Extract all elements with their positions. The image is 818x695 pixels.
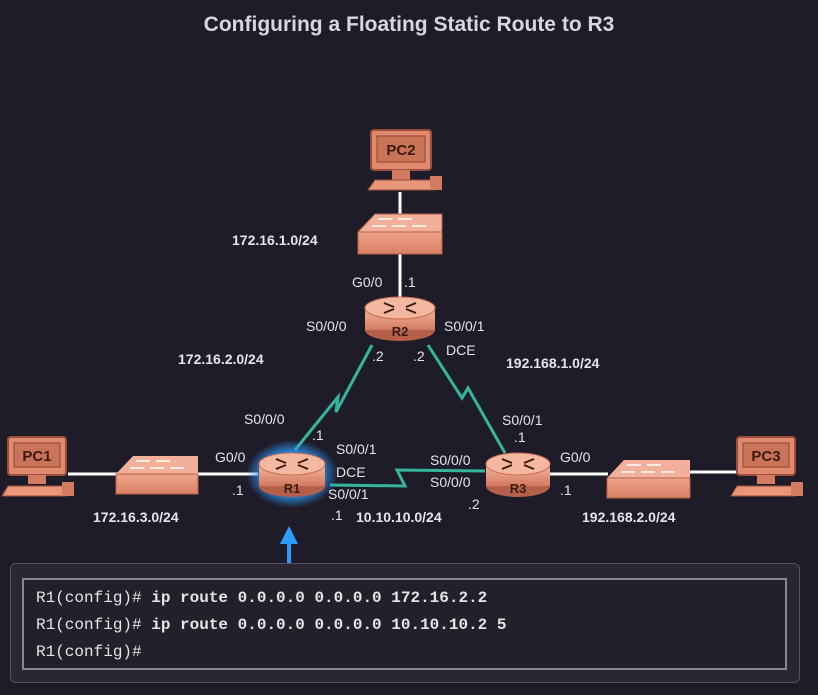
network-pc1-lan: 172.16.3.0/24 — [93, 509, 179, 525]
network-pc2-lan: 172.16.1.0/24 — [232, 232, 318, 248]
r1-s001-label-b: S0/0/1 — [328, 486, 369, 502]
arrow-up-icon — [280, 526, 298, 568]
r1-g00-ip: .1 — [232, 482, 244, 498]
cli-line-3: R1(config)# — [36, 641, 785, 668]
cli-command: ip route 0.0.0.0 0.0.0.0 172.16.2.2 — [151, 589, 488, 607]
r3-s001-label: S0/0/1 — [502, 412, 543, 428]
serial-r1-r3 — [329, 468, 486, 488]
network-r2-r3: 192.168.1.0/24 — [506, 355, 600, 371]
r1-g00-label: G0/0 — [215, 449, 246, 465]
r2-s000-label: S0/0/0 — [306, 318, 347, 334]
cli-prompt: R1(config)# — [36, 616, 152, 634]
router-r2[interactable]: R2 — [364, 296, 436, 341]
cli-panel: R1(config)# ip route 0.0.0.0 0.0.0.0 172… — [10, 563, 800, 683]
r3-label: R3 — [510, 481, 527, 496]
r1-s000-ip: .1 — [312, 427, 324, 443]
r3-g00-ip: .1 — [560, 482, 572, 498]
network-r1-r2: 172.16.2.0/24 — [178, 351, 264, 367]
pc3-label: PC3 — [751, 448, 780, 465]
network-pc3-lan: 192.168.2.0/24 — [582, 509, 676, 525]
r1-s001-label: S0/0/1 — [336, 441, 377, 457]
r3-s000-ip: .2 — [468, 496, 480, 512]
serial-r1-r2 — [293, 344, 374, 451]
cli-prompt: R1(config)# — [36, 643, 142, 661]
cli-line-1: R1(config)# ip route 0.0.0.0 0.0.0.0 172… — [36, 587, 785, 614]
pc3-device[interactable]: PC3 — [730, 436, 803, 497]
router-r1[interactable]: R1 — [246, 440, 338, 508]
cli-console[interactable]: R1(config)# ip route 0.0.0.0 0.0.0.0 172… — [22, 578, 787, 670]
r3-g00-label: G0/0 — [560, 449, 591, 465]
pc1-label: PC1 — [22, 448, 51, 465]
switch-left[interactable] — [115, 456, 199, 495]
pc2-device[interactable]: PC2 — [367, 129, 442, 191]
r3-s000-label-b: S0/0/0 — [430, 474, 471, 490]
r1-s001-ip: .1 — [331, 507, 343, 523]
serial-r2-r3 — [426, 344, 507, 454]
pc1-device[interactable]: PC1 — [1, 436, 74, 497]
r3-s000-label-a: S0/0/0 — [430, 452, 471, 468]
r2-g00-ip: .1 — [404, 274, 416, 290]
r2-s001-label: S0/0/1 — [444, 318, 485, 334]
r2-s000-ip: .2 — [372, 348, 384, 364]
network-r1-r3: 10.10.10.0/24 — [356, 509, 442, 525]
r1-label: R1 — [284, 481, 301, 496]
serial-links — [293, 344, 507, 488]
r2-label: R2 — [392, 324, 409, 339]
pc2-label: PC2 — [386, 142, 415, 159]
switch-right[interactable] — [606, 460, 691, 499]
r2-s001-ip: .2 — [413, 348, 425, 364]
r1-dce-label: DCE — [336, 464, 366, 480]
page-title: Configuring a Floating Static Route to R… — [203, 13, 615, 36]
cli-line-2: R1(config)# ip route 0.0.0.0 0.0.0.0 10.… — [36, 614, 785, 641]
r3-s001-ip: .1 — [514, 429, 526, 445]
cli-prompt: R1(config)# — [36, 589, 152, 607]
r2-dce-label: DCE — [446, 342, 476, 358]
r1-s000-label: S0/0/0 — [244, 411, 285, 427]
cli-command: ip route 0.0.0.0 0.0.0.0 10.10.10.2 5 — [151, 616, 507, 634]
r2-g00-label: G0/0 — [352, 274, 383, 290]
switch-top[interactable] — [356, 213, 443, 255]
router-r3[interactable]: R3 — [485, 452, 551, 497]
